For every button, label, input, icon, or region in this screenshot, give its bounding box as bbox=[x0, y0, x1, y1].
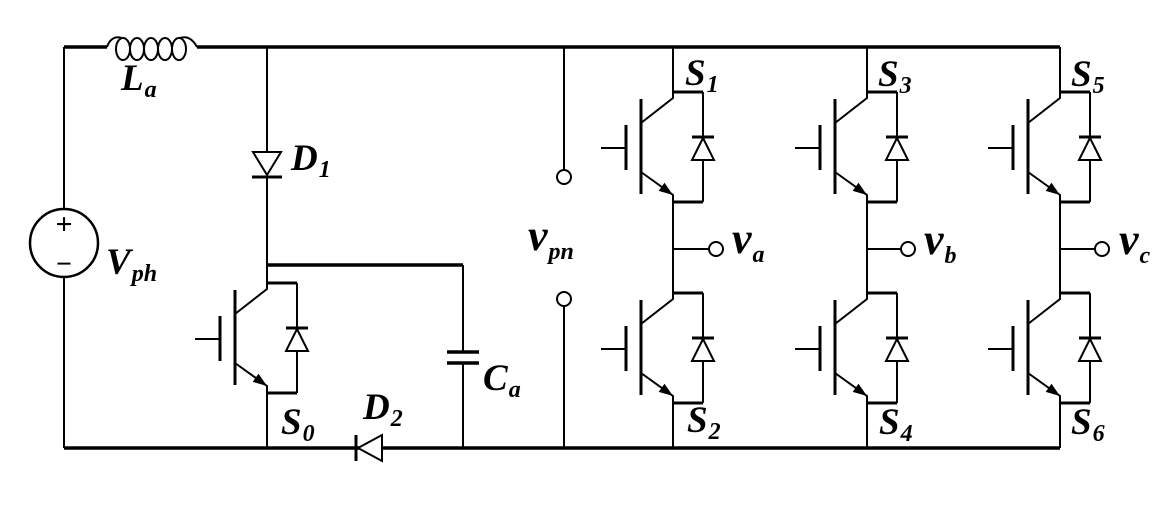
inverter-leg-a bbox=[672, 47, 724, 448]
label-vpn: vpn bbox=[528, 211, 574, 265]
terminal-vpn-bottom bbox=[556, 291, 572, 307]
diode-d1 bbox=[251, 47, 283, 283]
label-inductor-la: La bbox=[121, 58, 157, 103]
plus-sign: + bbox=[55, 208, 72, 241]
igbt-s5 bbox=[986, 90, 1103, 204]
label-switch-s5: S5 bbox=[1071, 54, 1105, 99]
terminal-vpn-top bbox=[556, 169, 572, 185]
igbt-s6 bbox=[986, 291, 1103, 405]
inductor-la bbox=[106, 36, 198, 61]
voltage-source-vph: + − bbox=[28, 207, 100, 280]
label-capacitor-ca: Ca bbox=[483, 358, 521, 403]
label-va: va bbox=[732, 214, 765, 268]
terminal-va bbox=[708, 241, 724, 257]
dc-link-vpn bbox=[556, 47, 572, 448]
igbt-s3 bbox=[793, 90, 910, 204]
label-switch-s3: S3 bbox=[878, 54, 912, 99]
label-switch-s1: S1 bbox=[685, 53, 719, 98]
terminal-vb bbox=[900, 241, 916, 257]
igbt-s1 bbox=[599, 90, 716, 204]
label-vb: vb bbox=[924, 215, 957, 269]
inverter-leg-c bbox=[1059, 47, 1110, 448]
label-switch-s0: S0 bbox=[281, 402, 315, 447]
label-switch-s4: S4 bbox=[879, 402, 913, 447]
igbt-s0 bbox=[193, 281, 310, 395]
capacitor-ca bbox=[447, 265, 479, 448]
diode-d2 bbox=[354, 433, 383, 463]
igbt-s4 bbox=[793, 291, 910, 405]
label-diode-d1: D1 bbox=[291, 138, 331, 183]
terminal-vc bbox=[1094, 241, 1110, 257]
label-diode-d2: D2 bbox=[363, 387, 403, 432]
label-vc: vc bbox=[1119, 215, 1151, 269]
inverter-leg-b bbox=[866, 47, 916, 448]
minus-sign: − bbox=[56, 249, 72, 280]
igbt-s2 bbox=[599, 291, 716, 405]
label-switch-s2: S2 bbox=[687, 400, 721, 445]
label-source-vph: Vph bbox=[106, 242, 158, 287]
label-switch-s6: S6 bbox=[1071, 402, 1105, 447]
